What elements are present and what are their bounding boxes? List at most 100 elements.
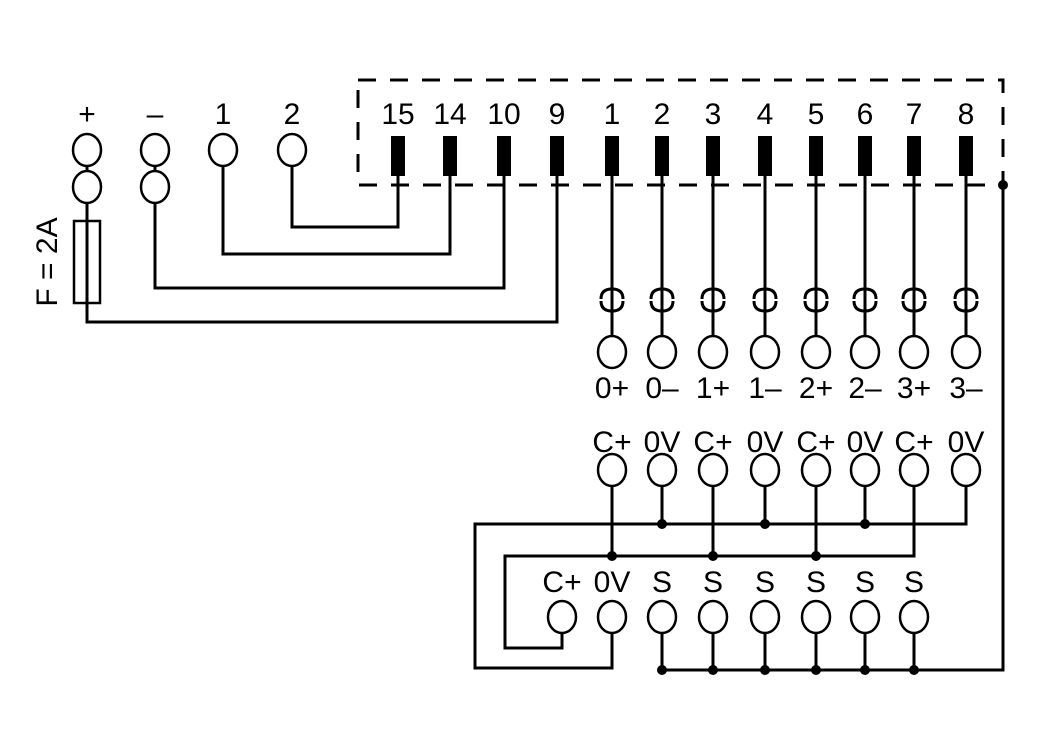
input-1-terminal <box>207 132 239 168</box>
connector-pin <box>655 136 669 176</box>
connector-pin <box>959 136 973 176</box>
capacitor-symbol-top <box>852 287 878 300</box>
connector-pin-label: 6 <box>857 98 874 131</box>
shield-label: S <box>806 566 826 599</box>
connector-pin-label: 10 <box>487 98 520 131</box>
shield-terminal <box>697 599 729 635</box>
supply-label: C+ <box>796 426 835 459</box>
connector-pin <box>605 136 619 176</box>
shield-label: S <box>652 566 672 599</box>
shield-label: 0V <box>594 566 631 599</box>
channel-terminal <box>697 334 729 370</box>
channel-label: 1+ <box>696 372 730 405</box>
junction-dot <box>708 551 718 561</box>
capacitor-symbol-top <box>901 287 927 300</box>
junction-dot <box>909 665 919 675</box>
connector-pin-label: 3 <box>705 98 722 131</box>
capacitor-symbol-top <box>599 287 625 300</box>
capacitor-symbol-top <box>803 287 829 300</box>
connector-housing-dashed <box>356 78 1005 187</box>
channel-terminal <box>950 334 982 370</box>
channel-label: 3+ <box>897 372 931 405</box>
wire <box>85 150 559 324</box>
input-2-terminal <box>276 132 308 168</box>
supply-terminal <box>749 452 781 488</box>
connector-pin <box>758 136 772 176</box>
supply-terminal <box>596 452 628 488</box>
supply-terminal-label: – <box>147 98 164 131</box>
shield-label: S <box>703 566 723 599</box>
connector-pin-label: 7 <box>906 98 923 131</box>
capacitor-symbol-bottom <box>852 300 878 313</box>
capacitor-symbol-top <box>752 287 778 300</box>
shield-label: S <box>904 566 924 599</box>
supply-terminal <box>849 452 881 488</box>
junction-dot <box>760 665 770 675</box>
supply-label: 0V <box>644 426 681 459</box>
supply-terminal-label: 1 <box>215 98 232 131</box>
channel-terminal <box>596 334 628 370</box>
junction-dot <box>708 665 718 675</box>
shield-label: S <box>855 566 875 599</box>
junction-dot <box>811 665 821 675</box>
connector-pin <box>858 136 872 176</box>
connector-pin-label: 15 <box>381 98 414 131</box>
capacitor-symbol-bottom <box>803 300 829 313</box>
supply-label: 0V <box>847 426 884 459</box>
junction-dot <box>860 519 870 529</box>
channel-terminal <box>749 334 781 370</box>
c-plus-bus <box>503 470 916 650</box>
supply-label: 0V <box>948 426 985 459</box>
channel-label: 1– <box>748 372 782 405</box>
channel-label: 0– <box>645 372 679 405</box>
capacitor-symbol-bottom <box>901 300 927 313</box>
junction-dot <box>860 665 870 675</box>
connector-pin <box>391 136 405 176</box>
capacitor-symbol-top <box>700 287 726 300</box>
wire <box>221 166 452 256</box>
wire <box>153 150 506 290</box>
plus-terminal-lower <box>71 169 103 205</box>
supply-label: C+ <box>592 426 631 459</box>
capacitor-symbol-bottom <box>752 300 778 313</box>
shield-terminal <box>596 599 628 635</box>
connector-pin-label: 1 <box>604 98 621 131</box>
capacitor-symbol-bottom <box>700 300 726 313</box>
supply-label: 0V <box>747 426 784 459</box>
junction-dot <box>811 551 821 561</box>
minus-terminal-lower <box>139 169 171 205</box>
junction-dot <box>607 551 617 561</box>
connector-pin-label: 4 <box>757 98 774 131</box>
capacitor-symbol-top <box>953 287 979 300</box>
shield-label: S <box>755 566 775 599</box>
minus-terminal <box>139 132 171 168</box>
connector-pin <box>907 136 921 176</box>
0v-bus <box>473 486 968 670</box>
connector-pin-label: 5 <box>808 98 825 131</box>
capacitor-symbol-bottom <box>599 300 625 313</box>
shield-terminal <box>546 599 578 635</box>
shield-terminal <box>646 599 678 635</box>
channel-label: 2– <box>848 372 882 405</box>
supply-terminal <box>697 452 729 488</box>
supply-label: C+ <box>693 426 732 459</box>
connector-pin-label: 9 <box>549 98 566 131</box>
connector-pin-label: 2 <box>654 98 671 131</box>
channel-label: 2+ <box>799 372 833 405</box>
junction-dot <box>657 665 667 675</box>
capacitor-symbol-bottom <box>953 300 979 313</box>
junction-dot <box>657 519 667 529</box>
shield-terminal <box>800 599 832 635</box>
connector-pin <box>706 136 720 176</box>
capacitor-symbol-top <box>649 287 675 300</box>
connector-pin-label: 14 <box>433 98 466 131</box>
connector-pin <box>809 136 823 176</box>
connector-pin <box>497 136 511 176</box>
shield-terminal <box>898 599 930 635</box>
connector-pin <box>443 136 457 176</box>
fuse-label: F = 2A <box>31 217 64 306</box>
supply-terminal <box>646 452 678 488</box>
channel-terminal <box>646 334 678 370</box>
connector-pin-label: 8 <box>958 98 975 131</box>
